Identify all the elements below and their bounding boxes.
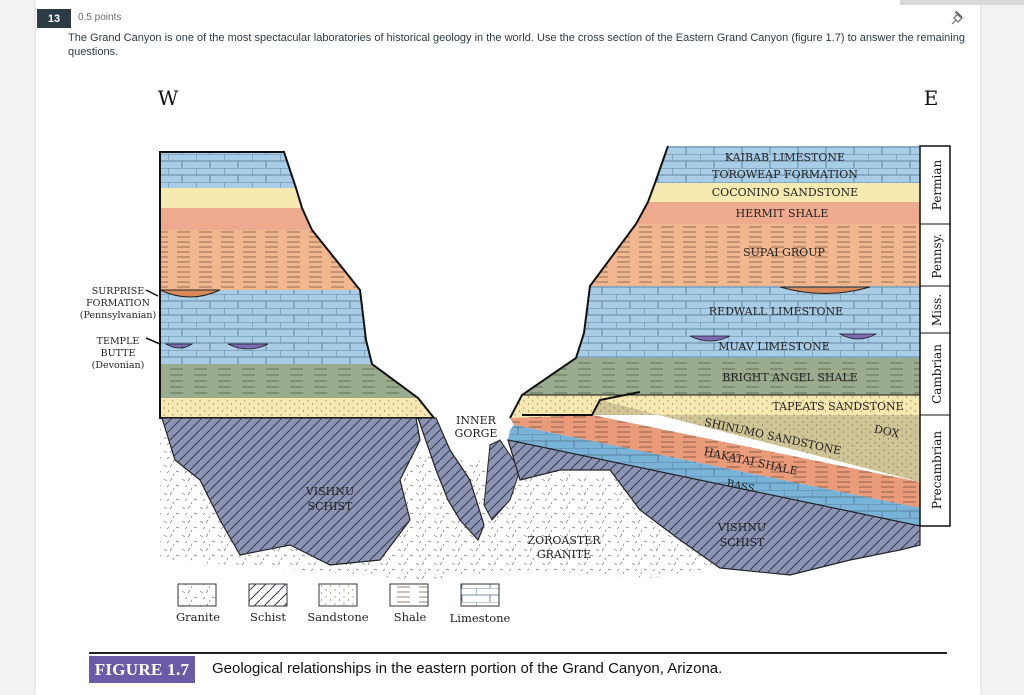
period-permian: Permian — [930, 159, 944, 210]
legend-sandstone-swatch — [319, 584, 357, 606]
label-inner-gorge-2: GORGE — [455, 427, 498, 440]
label-hermit: HERMIT SHALE — [736, 207, 829, 220]
label-vishnu-east-2: SCHIST — [720, 536, 765, 549]
label-surprise-1: SURPRISE — [92, 286, 144, 297]
legend: Granite Schist Sandstone Shale Limestone — [176, 584, 511, 625]
legend-shale-swatch — [390, 584, 428, 606]
label-kaibab: KAIBAB LIMESTONE — [725, 151, 845, 164]
east-label: E — [924, 86, 939, 110]
period-column: Permian Pennsy. Miss. Cambrian Precambri… — [920, 146, 950, 526]
label-muav: MUAV LIMESTONE — [718, 340, 830, 353]
label-inner-gorge-1: INNER — [456, 414, 497, 427]
label-zoroaster-2: GRANITE — [537, 548, 591, 561]
legend-limestone: Limestone — [450, 611, 511, 625]
period-cambrian: Cambrian — [930, 344, 944, 404]
legend-schist-swatch — [249, 584, 287, 606]
label-zoroaster-1: ZOROASTER — [527, 534, 601, 547]
west-label: W — [158, 86, 179, 110]
period-precambrian: Precambrian — [930, 431, 944, 510]
legend-sandstone: Sandstone — [307, 610, 368, 624]
label-supai: SUPAI GROUP — [743, 246, 825, 259]
label-bright-angel: BRIGHT ANGEL SHALE — [722, 371, 858, 384]
label-surprise-2: FORMATION — [86, 298, 150, 309]
label-tapeats: TAPEATS SANDSTONE — [772, 400, 903, 413]
legend-schist: Schist — [250, 610, 286, 624]
label-temple-1: TEMPLE — [97, 336, 140, 347]
label-toroweap: TOROWEAP FORMATION — [712, 168, 858, 181]
caption-divider — [89, 652, 947, 654]
west-wall — [160, 152, 434, 418]
period-mississippian: Miss. — [930, 294, 944, 326]
label-redwall: REDWALL LIMESTONE — [709, 305, 843, 318]
figure-caption: Geological relationships in the eastern … — [212, 660, 722, 677]
figure-label: FIGURE 1.7 — [89, 656, 195, 683]
legend-granite-swatch — [178, 584, 216, 606]
label-vishnu-west-1: VISHNU — [305, 485, 354, 498]
label-coconino: COCONINO SANDSTONE — [712, 186, 858, 199]
legend-shale: Shale — [394, 610, 427, 624]
label-temple-3: (Devonian) — [92, 360, 145, 371]
label-vishnu-west-2: SCHIST — [308, 500, 353, 513]
period-pennsylvanian: Pennsy. — [930, 233, 944, 278]
label-temple-2: BUTTE — [101, 348, 136, 359]
label-vishnu-east-1: VISHNU — [717, 521, 766, 534]
legend-limestone-swatch — [461, 584, 499, 606]
label-surprise-3: (Pennsylvanian) — [80, 310, 157, 321]
legend-granite: Granite — [176, 610, 220, 624]
